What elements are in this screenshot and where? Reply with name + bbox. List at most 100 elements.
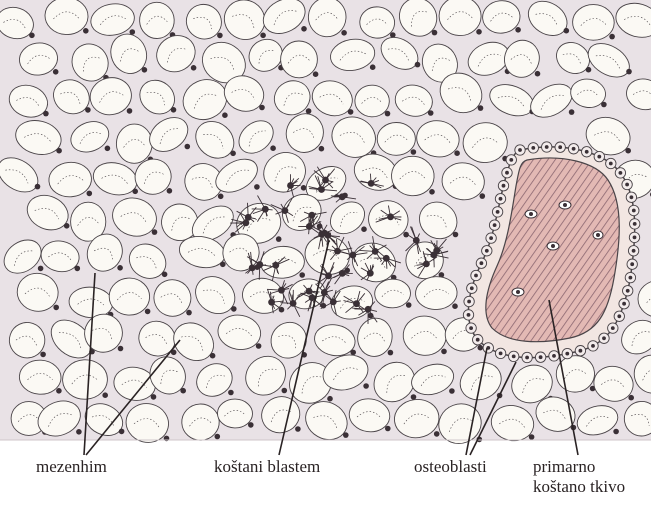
- cell-nucleus: [56, 148, 62, 154]
- cell-nucleus: [151, 394, 157, 400]
- label-kostani-blastem: koštani blastem: [214, 458, 320, 476]
- mesenchymal-cell: [116, 124, 152, 164]
- cell-nucleus: [180, 388, 186, 394]
- cell-nucleus: [415, 62, 421, 68]
- cell-nucleus: [529, 434, 535, 440]
- cell-nucleus: [276, 236, 282, 242]
- osteoblast: [606, 158, 616, 168]
- cell-nucleus: [162, 272, 168, 278]
- label-primarno: primarno: [533, 458, 595, 476]
- cell-nucleus: [38, 266, 44, 272]
- cell-nucleus: [210, 353, 216, 359]
- cell-nucleus: [301, 26, 307, 32]
- cell-nucleus: [282, 388, 288, 394]
- cell-nucleus: [130, 29, 136, 35]
- cell-nucleus: [385, 111, 391, 117]
- cell-nucleus: [299, 272, 305, 278]
- cell-nucleus: [171, 107, 177, 113]
- cell-nucleus: [53, 69, 59, 75]
- cell-nucleus: [628, 395, 634, 401]
- osteoblast: [506, 155, 516, 165]
- osteoblast: [498, 181, 508, 191]
- cell-nucleus: [142, 67, 148, 73]
- cell-nucleus: [313, 71, 319, 77]
- cell-nucleus: [476, 29, 482, 35]
- osteoblast: [464, 296, 474, 306]
- osteoblast: [542, 142, 552, 152]
- cell-nucleus: [388, 350, 394, 356]
- cell-nucleus: [215, 434, 221, 440]
- cell-nucleus: [319, 146, 325, 152]
- osteoblast: [627, 259, 637, 269]
- osteoblast: [625, 272, 635, 282]
- cell-nucleus: [118, 346, 124, 352]
- osteoblast: [473, 335, 483, 345]
- osteoblast: [549, 351, 559, 361]
- osteoblast: [629, 232, 639, 242]
- osteoblast: [489, 220, 499, 230]
- cell-nucleus: [127, 108, 133, 114]
- cell-nucleus: [186, 310, 192, 316]
- cell-nucleus: [105, 146, 111, 152]
- cell-nucleus: [306, 108, 312, 114]
- cell-nucleus: [64, 223, 70, 229]
- osteoblast: [495, 194, 505, 204]
- cell-nucleus: [270, 145, 276, 151]
- cell-nucleus: [87, 191, 93, 197]
- osteocyte-nucleus: [516, 290, 520, 294]
- cell-nucleus: [370, 64, 376, 70]
- cell-nucleus: [75, 266, 81, 272]
- cell-nucleus: [102, 392, 108, 398]
- cell-nucleus: [228, 390, 234, 396]
- cell-nucleus: [453, 232, 459, 238]
- osteoblast: [482, 246, 492, 256]
- osteoblast: [486, 233, 496, 243]
- cell-nucleus: [231, 306, 237, 312]
- osteoblast: [622, 179, 632, 189]
- osteoblast: [619, 299, 629, 309]
- cell-nucleus: [432, 30, 438, 36]
- osteoblast: [623, 286, 633, 296]
- cell-nucleus: [601, 102, 607, 108]
- cell-nucleus: [191, 65, 197, 71]
- cell-nucleus: [385, 426, 391, 432]
- cell-nucleus: [454, 150, 460, 156]
- osteocyte-nucleus: [529, 212, 533, 216]
- cell-nucleus: [256, 343, 262, 349]
- label-mezenhim: mezenhim: [36, 458, 107, 476]
- mesenchymal-cell: [377, 122, 415, 155]
- cell-nucleus: [220, 262, 226, 268]
- cell-nucleus: [53, 305, 59, 311]
- cell-nucleus: [348, 109, 354, 115]
- cell-nucleus: [343, 432, 349, 438]
- cell-nucleus: [217, 33, 223, 39]
- cell-nucleus: [83, 28, 89, 34]
- cell-nucleus: [56, 388, 62, 394]
- cell-nucleus: [145, 309, 151, 315]
- osteoblast: [522, 352, 532, 362]
- osteoblast: [495, 348, 505, 358]
- osteoblast: [568, 144, 578, 154]
- cell-nucleus: [132, 189, 138, 195]
- cell-nucleus: [434, 431, 440, 437]
- cell-nucleus: [295, 426, 301, 432]
- cell-nucleus: [480, 193, 486, 199]
- osteoblast: [483, 343, 493, 353]
- cell-nucleus: [390, 32, 396, 38]
- mesenchymal-cell: [572, 4, 614, 41]
- cell-nucleus: [478, 105, 484, 111]
- cell-nucleus: [43, 111, 49, 117]
- osteoblast: [528, 143, 538, 153]
- cell-nucleus: [449, 388, 455, 394]
- cell-nucleus: [428, 110, 434, 116]
- osteoblast: [575, 346, 585, 356]
- cell-nucleus: [301, 185, 307, 191]
- cell-nucleus: [35, 184, 41, 190]
- cell-nucleus: [452, 303, 458, 309]
- mesenchymal-cell: [280, 41, 317, 78]
- osteoblast: [515, 145, 525, 155]
- osteoblast: [626, 192, 636, 202]
- cell-nucleus: [218, 194, 224, 200]
- cell-nucleus: [29, 33, 35, 39]
